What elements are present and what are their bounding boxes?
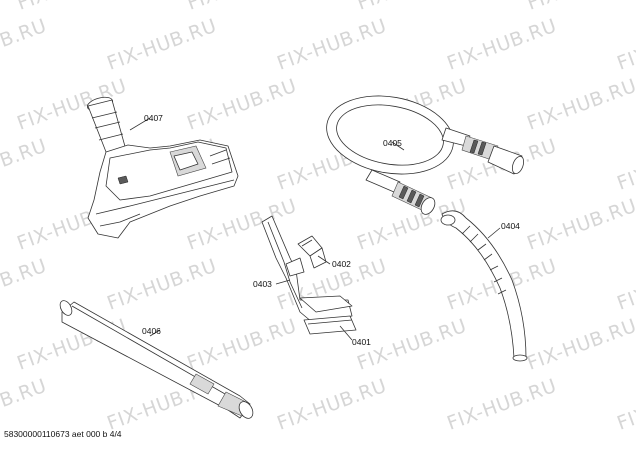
clip-drawing xyxy=(297,235,327,269)
diagram-reference-footer: 58300000110673 aet 000 b 4/4 xyxy=(4,429,122,439)
part-label-0402: 0402 xyxy=(332,259,351,269)
watermark-text: FIX-HUB.RU xyxy=(274,375,389,435)
watermark-text: FIX-HUB.RU xyxy=(444,375,559,435)
watermark-text: FIX-HUB.RU xyxy=(14,0,129,15)
watermark-text: FIX-HUB.RU xyxy=(444,15,559,75)
part-label-0401: 0401 xyxy=(352,337,371,347)
watermark-text: FIX-HUB.RU xyxy=(184,75,299,135)
watermark-text: FIX-HUB.RU xyxy=(524,75,636,135)
watermark-text: FIX-HUB.RU xyxy=(614,255,636,315)
watermark-text: FIX-HUB.RU xyxy=(0,375,50,435)
part-label-0403: 0403 xyxy=(253,279,272,289)
watermark-text: FIX-HUB.RU xyxy=(354,315,469,375)
watermark-text: FIX-HUB.RU xyxy=(0,135,50,195)
watermark-text: FIX-HUB.RU xyxy=(274,15,389,75)
part-label-0404: 0404 xyxy=(501,221,520,231)
watermark-text: FIX-HUB.RU xyxy=(184,315,299,375)
floor-nozzle-drawing xyxy=(86,96,239,239)
hose-drawing xyxy=(326,95,525,215)
part-label-0407: 0407 xyxy=(144,113,163,123)
watermark-text: FIX-HUB.RU xyxy=(614,375,636,435)
watermark-text: FIX-HUB.RU xyxy=(354,0,469,15)
watermark-text: FIX-HUB.RU xyxy=(0,15,50,75)
watermark-text: FIX-HUB.RU xyxy=(614,135,636,195)
watermark-text: FIX-HUB.RU xyxy=(184,0,299,15)
telescopic-wand-drawing xyxy=(59,300,254,419)
watermark-text: FIX-HUB.RU xyxy=(614,15,636,75)
part-label-0405: 0405 xyxy=(383,138,402,148)
watermark-text: FIX-HUB.RU xyxy=(0,255,50,315)
watermark-text: FIX-HUB.RU xyxy=(104,255,219,315)
watermark-text: FIX-HUB.RU xyxy=(524,195,636,255)
watermark-text: FIX-HUB.RU xyxy=(524,315,636,375)
watermark-text: FIX-HUB.RU xyxy=(524,0,636,15)
watermark-text: FIX-HUB.RU xyxy=(104,15,219,75)
handle-tube-drawing xyxy=(440,210,528,362)
part-label-0406: 0406 xyxy=(142,326,161,336)
crevice-tool-drawing xyxy=(261,215,353,323)
leader-lines xyxy=(129,117,501,341)
